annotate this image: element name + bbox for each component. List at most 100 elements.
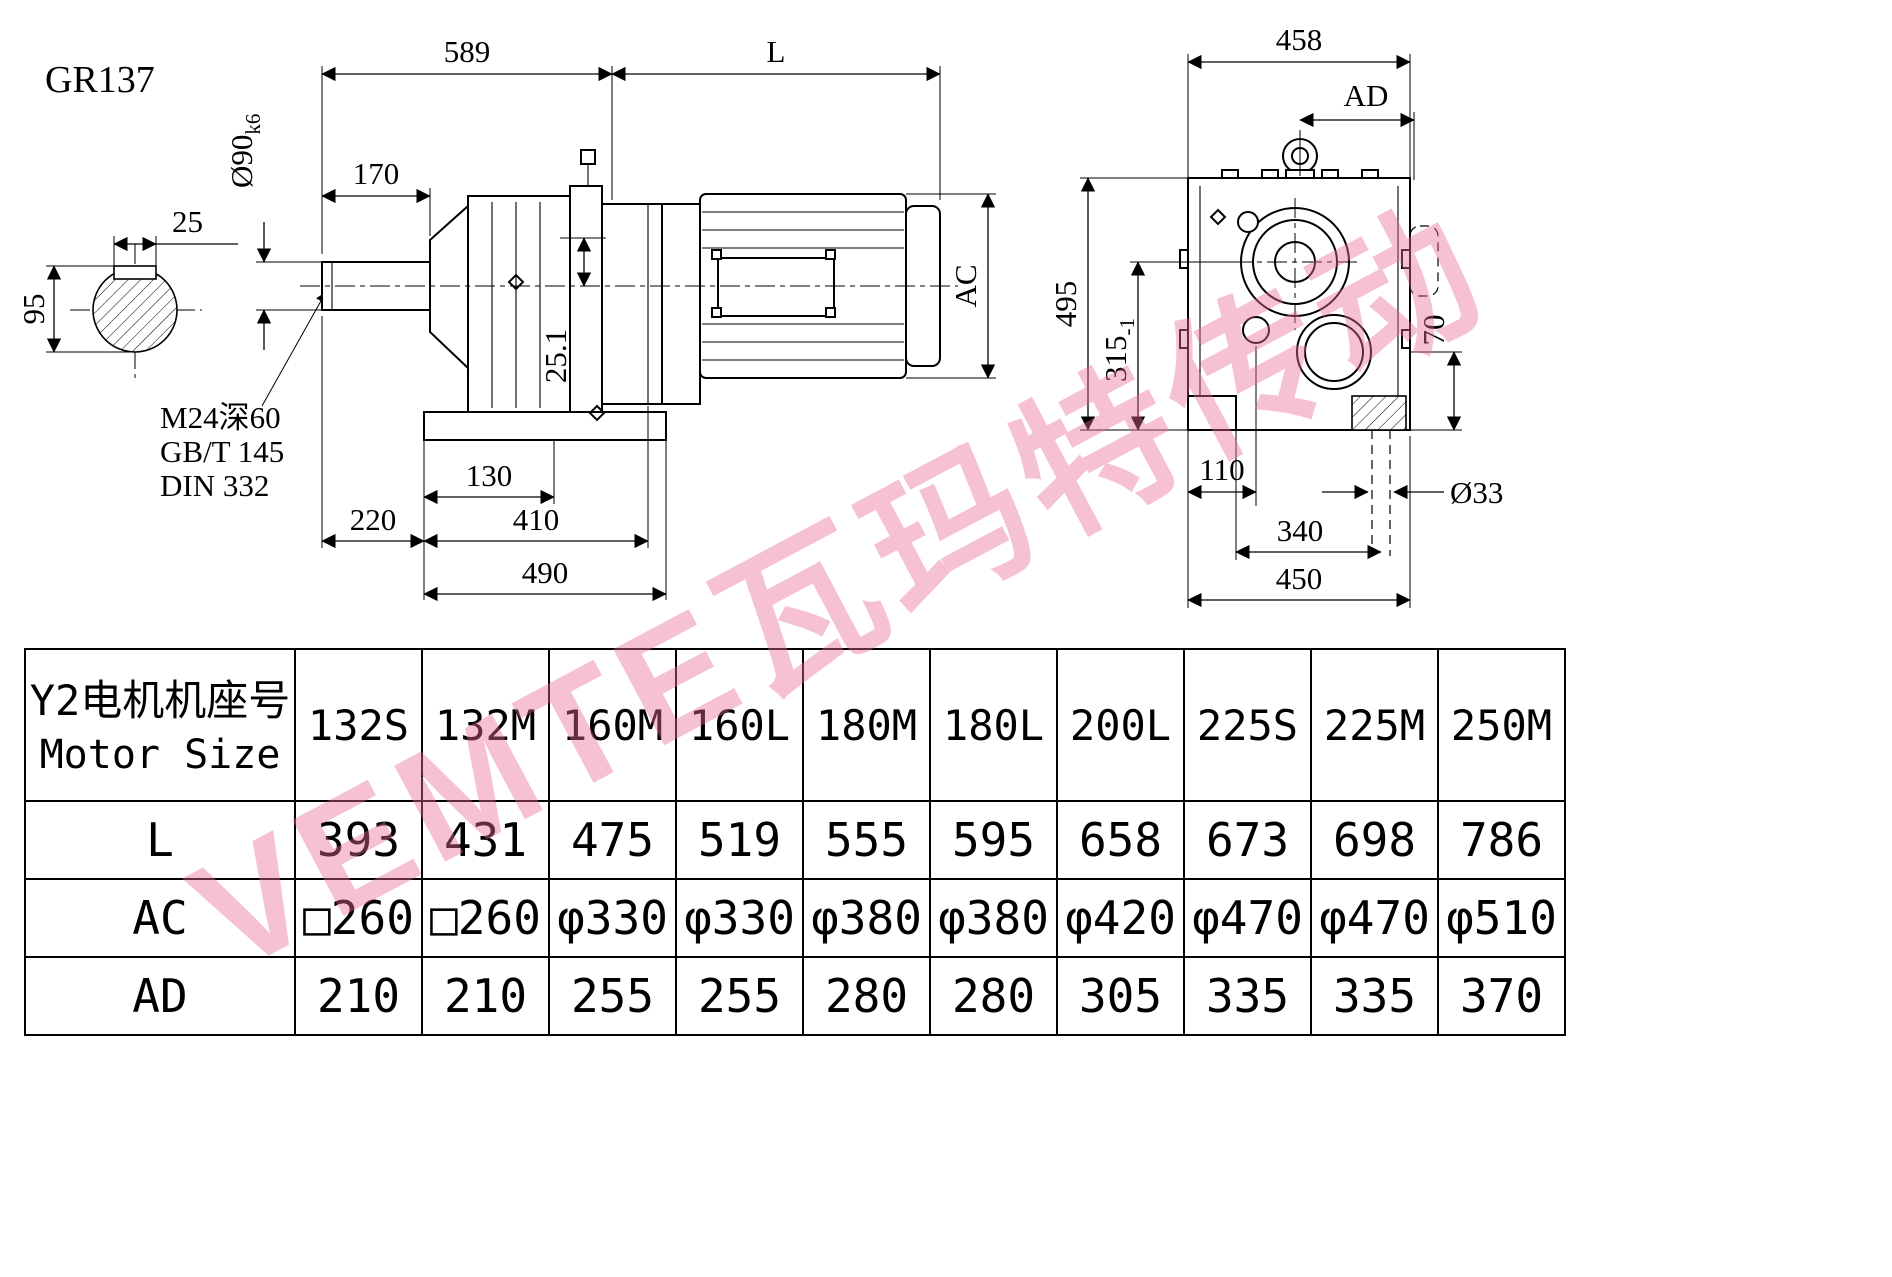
value-cell: 370	[1437, 956, 1566, 1036]
dim-AC-label: AC	[948, 264, 983, 307]
dim-110-label: 110	[1199, 452, 1244, 487]
shaft-cross-section	[92, 267, 178, 353]
value-cell: φ330	[548, 878, 677, 958]
value-cell: φ380	[929, 878, 1058, 958]
motor-size-header-cell: Y2电机机座号 Motor Size	[24, 648, 296, 802]
note-din-standard: DIN 332	[160, 468, 269, 503]
drawing-title: GR137	[45, 59, 155, 101]
value-cell: 658	[1056, 800, 1185, 880]
row-label-AD: AD	[24, 956, 296, 1036]
plate-bolt	[825, 307, 836, 318]
dim-450-label: 450	[1276, 561, 1323, 596]
value-cell: 335	[1310, 956, 1439, 1036]
dim-490-label: 490	[522, 555, 569, 590]
shaft-end-detail: 95 25 M24深60 GB/T 145 DIN 332	[16, 204, 327, 503]
value-cell: 555	[802, 800, 931, 880]
plate-bolt	[711, 249, 722, 260]
value-cell: 280	[802, 956, 931, 1036]
dim-AD-label: AD	[1344, 78, 1389, 113]
dim-25-label: 25	[172, 204, 203, 239]
value-cell: 280	[929, 956, 1058, 1036]
col-header-225M: 225M	[1310, 648, 1439, 802]
technical-drawing: GR137 95 25 M24深60 GB/T 145 DIN 332	[16, 22, 1503, 608]
dim-220-label: 220	[350, 502, 397, 537]
dim-25-1-label: 25.1	[538, 329, 573, 383]
value-cell: φ470	[1310, 878, 1439, 958]
col-header-132M: 132M	[421, 648, 550, 802]
col-header-160M: 160M	[548, 648, 677, 802]
dim-130-label: 130	[466, 458, 513, 493]
value-cell: 475	[548, 800, 677, 880]
dim-315-label: 315-1	[1098, 318, 1139, 382]
value-cell: □260	[421, 878, 550, 958]
value-cell: □260	[294, 878, 423, 958]
plate-bolt	[711, 307, 722, 318]
value-cell: 595	[929, 800, 1058, 880]
dim-L-label: L	[767, 34, 786, 69]
gearbox-cone	[429, 203, 469, 371]
table-header-row: Y2电机机座号 Motor Size 132S 132M 160M 160L 1…	[24, 648, 1566, 802]
bolt-hole	[1237, 211, 1259, 233]
value-cell: 255	[548, 956, 677, 1036]
table-row-AC: AC □260 □260 φ330 φ330 φ380 φ380 φ420 φ4…	[24, 878, 1566, 958]
terminal-box-hidden	[1409, 225, 1439, 297]
motor-rating-plate	[717, 257, 835, 317]
value-cell: φ330	[675, 878, 804, 958]
dim-410-label: 410	[513, 502, 560, 537]
dim-95-label: 95	[16, 294, 51, 325]
note-tapped-hole: M24深60	[160, 400, 281, 435]
dim-495-label: 495	[1048, 281, 1083, 328]
breather-vent	[580, 149, 596, 165]
gearbox-flange	[569, 185, 603, 421]
plug-hole	[1242, 316, 1270, 344]
note-gb-standard: GB/T 145	[160, 434, 284, 469]
keyway	[113, 265, 157, 280]
value-cell: φ380	[802, 878, 931, 958]
right-foot-section	[1351, 395, 1407, 431]
mounting-foot	[423, 411, 667, 441]
value-cell: 393	[294, 800, 423, 880]
table-row-AD: AD 210 210 255 255 280 280 305 335 335 3…	[24, 956, 1566, 1036]
dim-589-label: 589	[444, 34, 491, 69]
col-header-250M: 250M	[1437, 648, 1566, 802]
plate-bolt	[825, 249, 836, 260]
logo-diamond-icon	[1209, 208, 1227, 226]
value-cell: 673	[1183, 800, 1312, 880]
motor-bell	[661, 203, 701, 405]
dim-70-label: 70	[1416, 315, 1451, 346]
logo-diamond-icon	[588, 404, 606, 422]
row-label-AC: AC	[24, 878, 296, 958]
col-header-200L: 200L	[1056, 648, 1185, 802]
value-cell: φ420	[1056, 878, 1185, 958]
motor-size-label-en: Motor Size	[39, 732, 281, 779]
motor-adapter	[601, 203, 663, 405]
value-cell: 305	[1056, 956, 1185, 1036]
value-cell: 519	[675, 800, 804, 880]
value-cell: 786	[1437, 800, 1566, 880]
motor-dimension-table: Y2电机机座号 Motor Size 132S 132M 160M 160L 1…	[24, 648, 1566, 1036]
col-header-180M: 180M	[802, 648, 931, 802]
table-row-L: L 393 431 475 519 555 595 658 673 698 78…	[24, 800, 1566, 880]
dim-340-label: 340	[1277, 513, 1324, 548]
col-header-160L: 160L	[675, 648, 804, 802]
value-cell: 210	[294, 956, 423, 1036]
value-cell: 255	[675, 956, 804, 1036]
value-cell: φ470	[1183, 878, 1312, 958]
dim-458-label: 458	[1276, 22, 1323, 57]
left-foot	[1187, 395, 1237, 431]
gearmotor-side-view: 589 L 170 Ø90k6 25.1 130	[224, 34, 996, 602]
col-header-225S: 225S	[1183, 648, 1312, 802]
gearbox-end-view: 458 AD 495 315-1 110	[1048, 22, 1503, 608]
col-header-180L: 180L	[929, 648, 1058, 802]
dim-170-label: 170	[353, 156, 400, 191]
motor-size-label-cn: Y2电机机座号	[29, 675, 291, 725]
gearbox-body	[467, 195, 571, 413]
dim-O33-label: Ø33	[1450, 475, 1503, 510]
value-cell: 431	[421, 800, 550, 880]
logo-diamond-icon	[507, 273, 525, 291]
value-cell: 335	[1183, 956, 1312, 1036]
value-cell: 210	[421, 956, 550, 1036]
value-cell: φ510	[1437, 878, 1566, 958]
row-label-L: L	[24, 800, 296, 880]
